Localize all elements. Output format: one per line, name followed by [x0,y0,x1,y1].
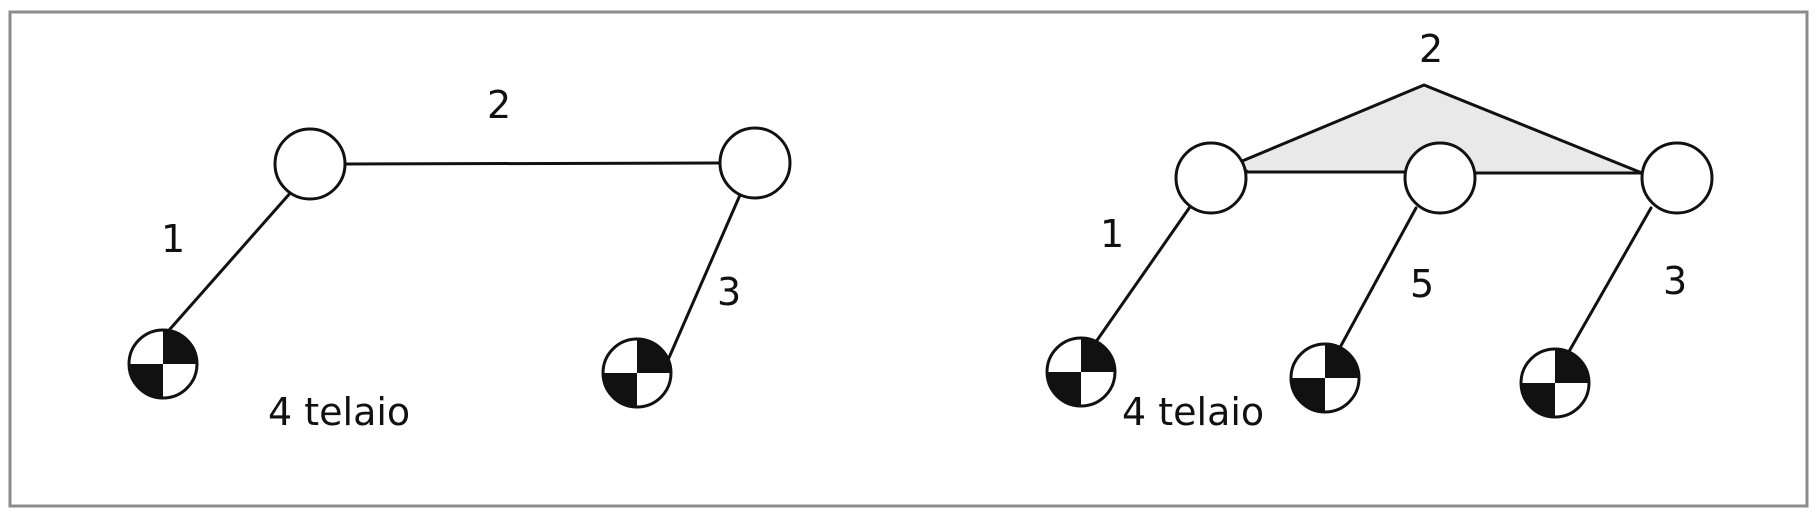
left-four-bar-linkage: 1 2 3 4 telaio [127,83,792,434]
left-joint-b [718,126,792,200]
left-label-link-1: 1 [161,217,185,261]
right-ground-pivot-1 [1045,336,1117,408]
right-label-link-1: 1 [1100,212,1124,256]
right-ternary-linkage: 2 1 5 3 4 telaio [1045,27,1714,434]
left-ground-pivot-2 [601,337,673,409]
right-ground-pivot-2 [1289,342,1361,414]
left-label-link-2: 2 [487,83,511,127]
right-link-1 [1082,202,1194,361]
right-ground-pivot-3 [1519,347,1591,419]
left-link-1 [161,189,294,339]
right-label-link-2: 2 [1419,27,1443,71]
left-link-3 [659,193,742,378]
right-label-link-5: 5 [1410,262,1434,306]
left-label-frame: 4 telaio [268,390,410,434]
left-label-link-3: 3 [717,270,741,314]
right-joint-b [1403,141,1477,215]
right-joint-a [1174,141,1248,215]
right-label-frame: 4 telaio [1122,390,1264,434]
right-label-link-3: 3 [1663,259,1687,303]
left-ground-pivot-1 [127,328,199,400]
figure-border [8,10,1809,508]
right-ternary-link-2 [1231,83,1643,175]
right-joint-c [1640,141,1714,215]
left-link-2 [343,161,721,166]
left-joint-a [273,127,347,201]
